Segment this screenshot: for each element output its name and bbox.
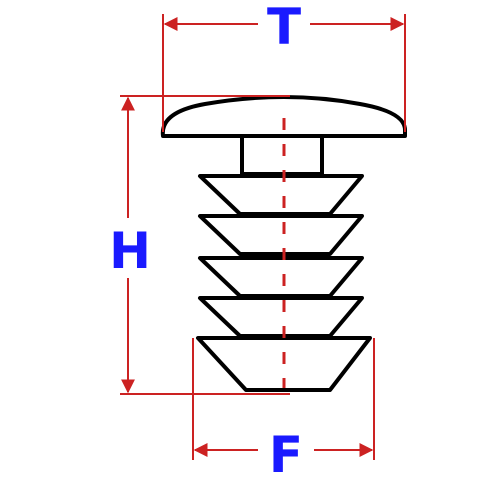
dimension-f-label-bg	[258, 425, 314, 480]
dimension-t-label: T	[267, 0, 301, 56]
fastener-rib-1	[198, 174, 364, 216]
dimension-h-label-bg	[100, 218, 156, 278]
fastener-rib-2	[198, 214, 364, 256]
dimension-f-label: F	[269, 426, 303, 484]
fastener-outline	[160, 95, 407, 392]
fastener-neck	[240, 134, 324, 176]
dimension-h-label: H	[109, 222, 151, 280]
fastener-rib-4	[198, 296, 364, 338]
dimension-t-label-bg	[258, 4, 310, 50]
fastener-rib-3	[198, 256, 364, 298]
fastener-head	[160, 95, 407, 138]
